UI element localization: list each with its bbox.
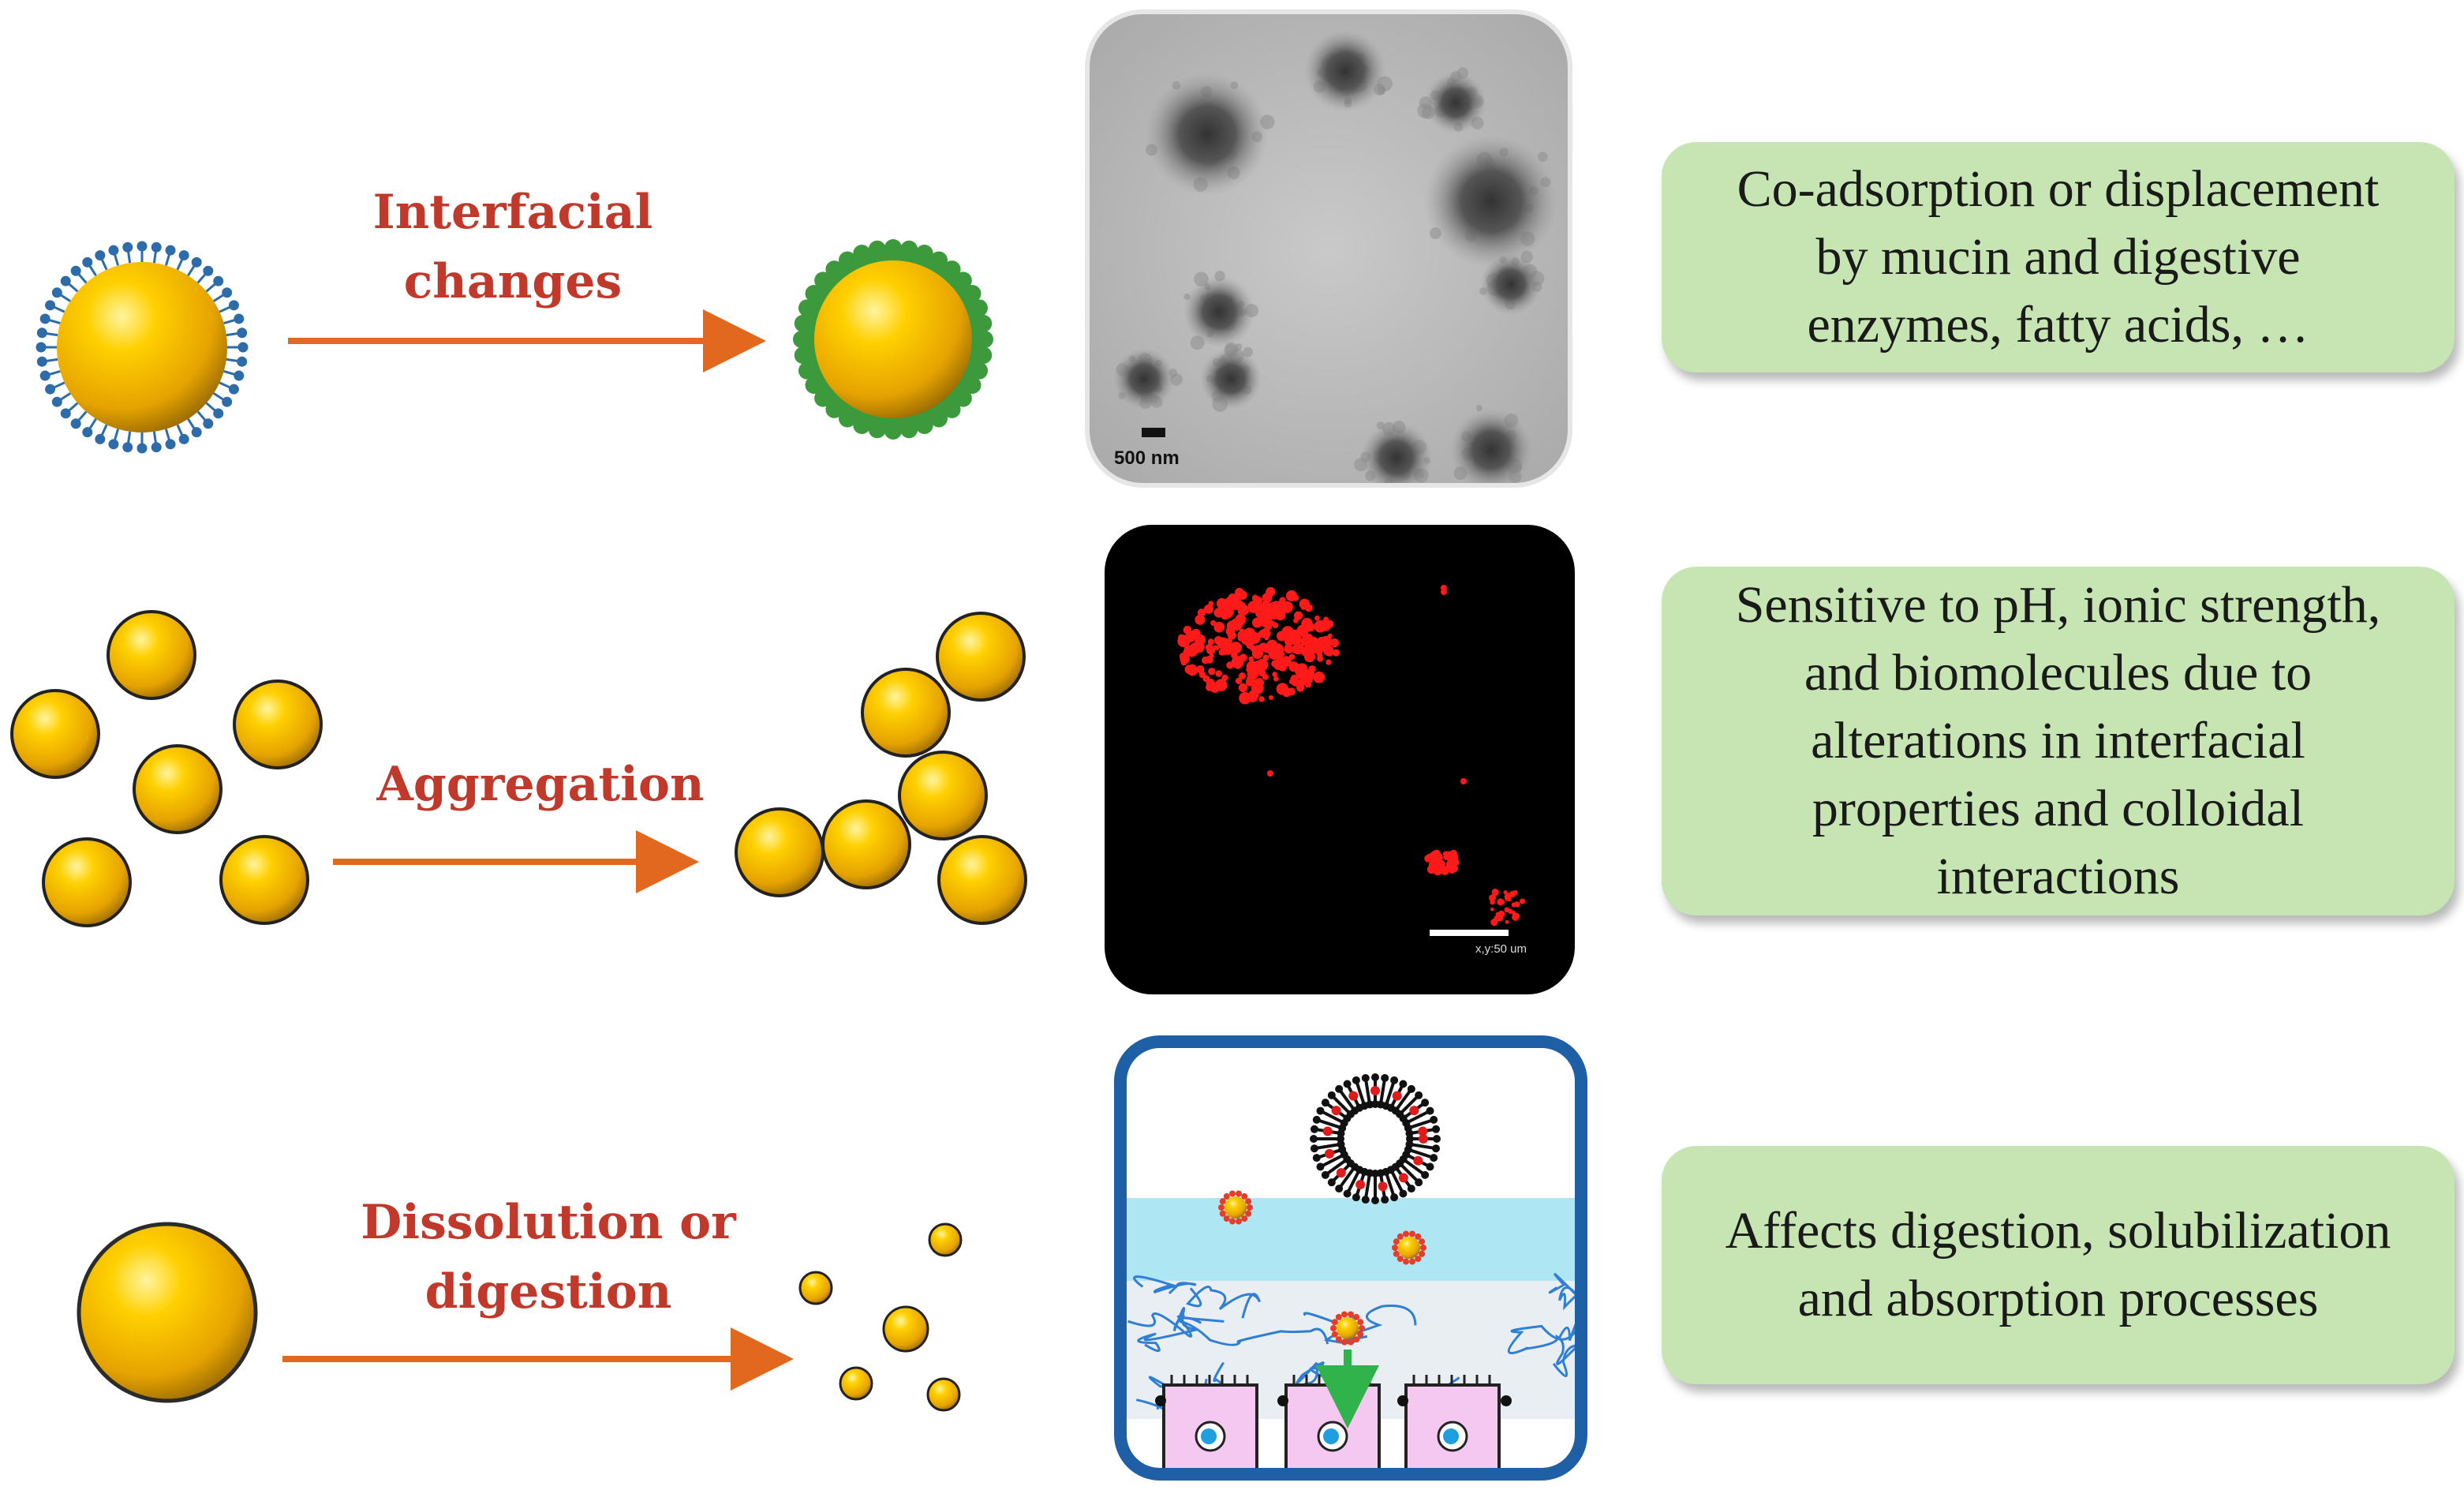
tem-scale-bar-label: 500 nm	[1114, 447, 1180, 469]
intact-particle	[77, 1222, 258, 1403]
effect-text-interfacial: Co-adsorption or displacement by mucin a…	[1737, 160, 2380, 354]
dispersed-particles	[10, 610, 323, 927]
process-label-aggregation: Aggregation	[376, 757, 705, 812]
effect-text-aggregation: Sensitive to pH, ionic strength, and bio…	[1735, 576, 2381, 905]
process-label-dissolution: Dissolution or digestion	[361, 1195, 736, 1320]
surfactant-coated-particle	[36, 241, 249, 454]
gut-epithelium-schematic	[1114, 1035, 1587, 1481]
effect-box-interfacial: Co-adsorption or displacement by mucin a…	[1662, 142, 2455, 373]
micelle-icon	[1310, 1073, 1441, 1204]
effect-box-aggregation: Sensitive to pH, ionic strength, and bio…	[1662, 567, 2455, 915]
effect-text-dissolution: Affects digestion, solubilization and ab…	[1725, 1202, 2391, 1327]
confocal-micrograph: x,y:50 um	[1105, 525, 1575, 994]
effect-box-dissolution: Affects digestion, solubilization and ab…	[1662, 1146, 2455, 1384]
tem-micrograph: 500 nm	[1085, 9, 1572, 488]
confocal-scale-bar-label: x,y:50 um	[1475, 942, 1527, 956]
aggregated-particles	[735, 612, 1027, 925]
mucus-layer	[1120, 1198, 1581, 1281]
protein-coated-particle	[793, 239, 993, 440]
process-label-interfacial-changes: Interfacial changes	[372, 185, 653, 309]
dissolved-fragments	[798, 1222, 963, 1412]
